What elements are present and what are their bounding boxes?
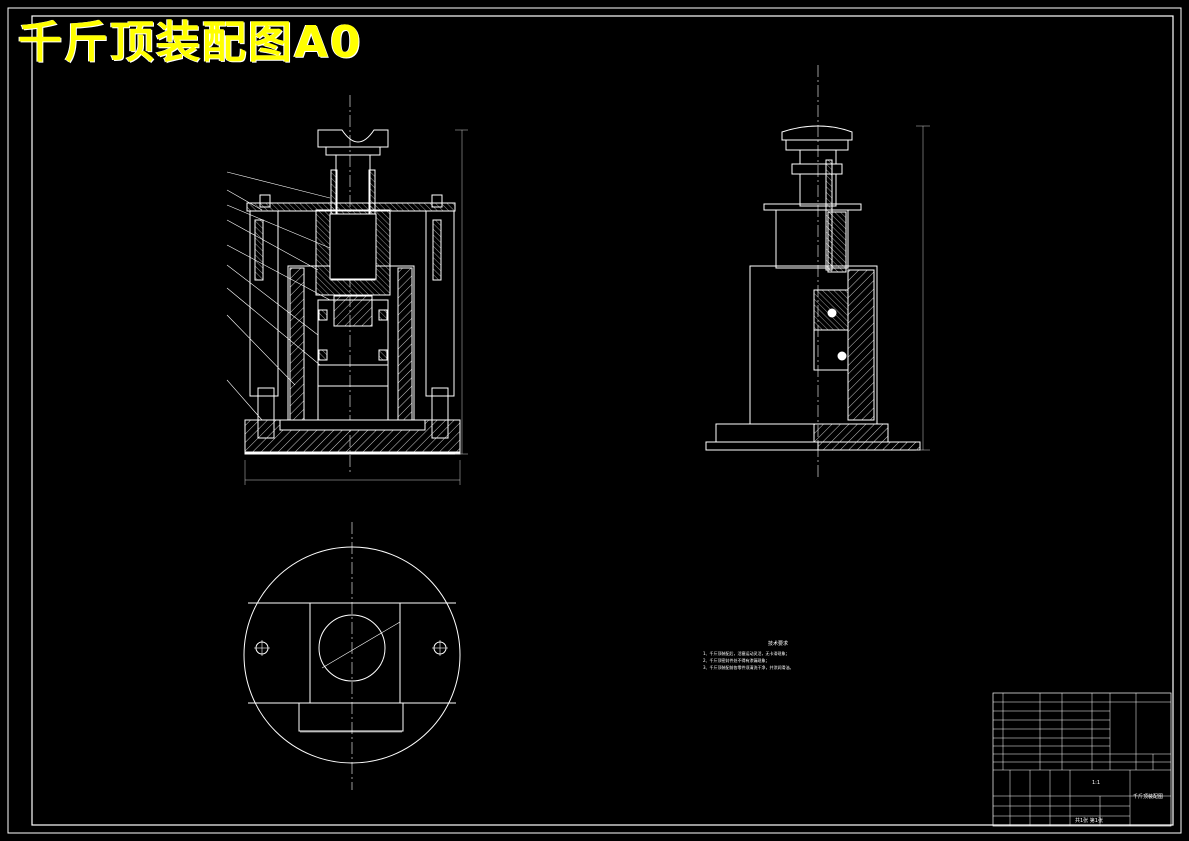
title-block xyxy=(992,692,1172,827)
title-block-sheet: 共1张 第1张 xyxy=(1075,818,1103,824)
side-view xyxy=(705,65,930,480)
drawing-title: 千斤顶装配图A0 xyxy=(18,17,363,68)
technical-notes: 技术要求 1、千斤顶装配后，活塞运动灵活，无卡滞现象； 2、千斤顶密封件处不得有… xyxy=(703,641,853,671)
technical-note-line: 1、千斤顶装配后，活塞运动灵活，无卡滞现象； xyxy=(703,651,790,656)
technical-notes-title: 技术要求 xyxy=(767,641,788,647)
title-block-drawing-name: 千斤顶装配图 xyxy=(1133,794,1164,800)
front-section-view xyxy=(226,95,468,485)
top-view xyxy=(243,522,461,790)
sheet-border xyxy=(7,7,1182,834)
title-block-scale: 1:1 xyxy=(1092,780,1101,786)
technical-note-line: 2、千斤顶密封件处不得有渗漏现象； xyxy=(703,658,770,663)
technical-note-line: 3、千斤顶装配前各零件须清洗干净，并涂润滑油。 xyxy=(703,665,794,670)
